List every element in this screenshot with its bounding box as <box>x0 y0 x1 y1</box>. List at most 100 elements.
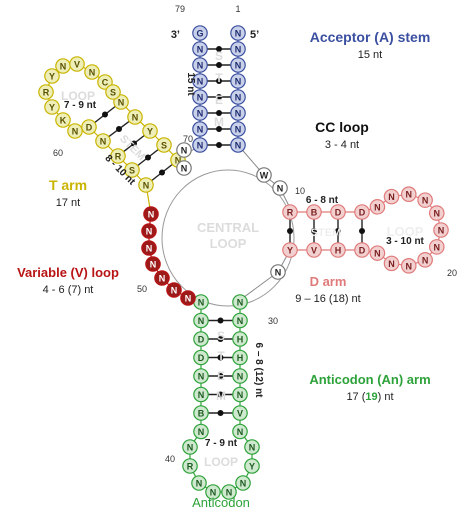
variable-loop-nucleotide <box>154 270 170 286</box>
acceptor-stem-ghost: T <box>215 71 223 85</box>
nucleotide-letter: N <box>198 316 205 326</box>
d-loop-nucleotide <box>369 245 386 261</box>
t-loop-nucleotide <box>44 99 60 115</box>
anticodon-stem-ghost: S <box>217 329 225 343</box>
variable-loop-nucleotide <box>141 240 157 256</box>
nucleotide-letter: N <box>181 164 188 174</box>
d-stem-length: 6 - 8 nt <box>306 195 339 206</box>
anticodon-loop-length: 7 - 9 nt <box>205 438 238 449</box>
base-pair-dot <box>359 228 365 234</box>
variable-nt-label: 4 - 6 (7) nt <box>43 284 94 296</box>
d-stem-nucleotide <box>330 204 346 220</box>
d-stem-nucleotide <box>282 204 298 220</box>
d-loop-nucleotide <box>417 192 433 208</box>
anticodon-stem-nucleotide <box>232 386 248 403</box>
acceptor-stem-ghost: S <box>215 49 223 63</box>
t-stem-nucleotide <box>142 123 158 139</box>
d-loop-nucleotide <box>369 199 386 215</box>
anticodon-stem-nucleotide <box>193 331 209 347</box>
nucleotide-letter: N <box>159 274 166 284</box>
nucleotide-letter: N <box>237 390 244 400</box>
acceptor-nucleotide <box>230 89 246 105</box>
nucleotide-letter: N <box>237 316 244 326</box>
anticodon-stem-nucleotide <box>232 312 248 329</box>
nucleotide-letter: N <box>197 93 204 103</box>
variable-loop-nucleotide <box>143 206 159 222</box>
d-stem-nucleotide <box>306 242 322 258</box>
anticodon-stem-nucleotide <box>193 368 209 384</box>
t-stem-nucleotide <box>156 137 172 153</box>
t-stem-nucleotide <box>138 177 154 193</box>
nucleotide-letter: N <box>422 196 429 206</box>
anticodon-arm-nt-label: 17 (19) nt <box>346 391 393 403</box>
nucleotide-letter: R <box>115 152 122 162</box>
anticodon-label: Anticodon <box>192 495 250 510</box>
nucleotide-letter: N <box>198 390 205 400</box>
d-stem-nucleotide <box>330 242 346 258</box>
central-loop-label: CENTRAL <box>197 220 259 235</box>
base-pair-dot <box>217 391 224 398</box>
nucleotide-letter: N <box>235 141 242 151</box>
position-60: 60 <box>53 148 63 158</box>
variable-loop-nucleotide <box>141 223 157 239</box>
t-loop-length: 7 - 9 nt <box>64 100 97 111</box>
base-pair-dot <box>217 373 224 379</box>
backbone-segment <box>239 271 279 301</box>
t-arm-label: T arm <box>49 177 87 193</box>
nucleotide-letter: N <box>197 45 204 55</box>
anticodon-stem-nucleotide <box>232 294 248 310</box>
nucleotide-letter: N <box>235 29 242 39</box>
nucleotide-letter: N <box>60 62 67 72</box>
acceptor-nucleotide <box>230 121 246 137</box>
nucleotide-letter: Y <box>287 246 293 256</box>
nucleotide-letter: G <box>196 29 203 39</box>
five-prime-end: 5’ <box>250 29 259 41</box>
nucleotide-letter: H <box>237 353 244 363</box>
anticodon-stem-nucleotide <box>232 405 248 421</box>
acceptor-nucleotide <box>230 25 246 41</box>
nucleotide-letter: N <box>197 77 204 87</box>
base-pair-dot <box>216 62 222 68</box>
nucleotide-letter: D <box>86 123 93 133</box>
nucleotide-letter: N <box>100 137 107 147</box>
nucleotide-letter: V <box>74 60 80 70</box>
nucleotide-letter: H <box>237 335 244 345</box>
acceptor-nucleotide <box>192 25 208 41</box>
nucleotide-letter: W <box>260 171 269 181</box>
nucleotide-letter: N <box>197 61 204 71</box>
d-loop-nucleotide <box>428 239 445 255</box>
nucleotide-letter: Y <box>147 127 153 137</box>
acceptor-nucleotide <box>192 105 208 121</box>
connector-nucleotide <box>256 167 272 183</box>
nucleotide-letter: N <box>388 192 395 202</box>
acceptor-nucleotide <box>230 137 246 153</box>
central-loop-outline <box>161 169 295 307</box>
position-20: 20 <box>447 268 457 278</box>
connector-nucleotide <box>270 264 286 280</box>
t-loop-nucleotide <box>55 112 71 128</box>
central-loop-label: LOOP <box>210 236 247 251</box>
anticodon-loop-nucleotide <box>182 458 198 474</box>
anticodon-stem-nucleotide <box>193 349 209 366</box>
anticodon-stem-nucleotide <box>193 405 209 421</box>
nucleotide-letter: N <box>198 427 205 437</box>
nucleotide-letter: N <box>277 184 284 194</box>
base-pair-dot <box>311 228 317 234</box>
anticodon-stem-nucleotide <box>193 423 209 440</box>
nucleotide-letter: N <box>146 227 153 237</box>
d-stem-nucleotide <box>354 242 370 258</box>
base-pair-dot <box>102 111 108 118</box>
t-loop-nucleotide <box>38 84 54 100</box>
base-pair-dot <box>145 154 151 161</box>
nucleotide-letter: S <box>110 88 116 98</box>
variable-loop-label: Variable (V) loop <box>17 265 119 280</box>
d-loop-length: 3 - 10 nt <box>386 236 424 247</box>
cc-nt-label: 3 - 4 nt <box>325 139 359 151</box>
nucleotide-letter: N <box>143 181 150 191</box>
anticodon-loop-nucleotide <box>221 484 237 500</box>
d-loop-nucleotide <box>433 222 449 238</box>
base-pair-dot <box>287 228 293 234</box>
nucleotide-letter: N <box>237 427 244 437</box>
position-30: 30 <box>268 316 278 326</box>
